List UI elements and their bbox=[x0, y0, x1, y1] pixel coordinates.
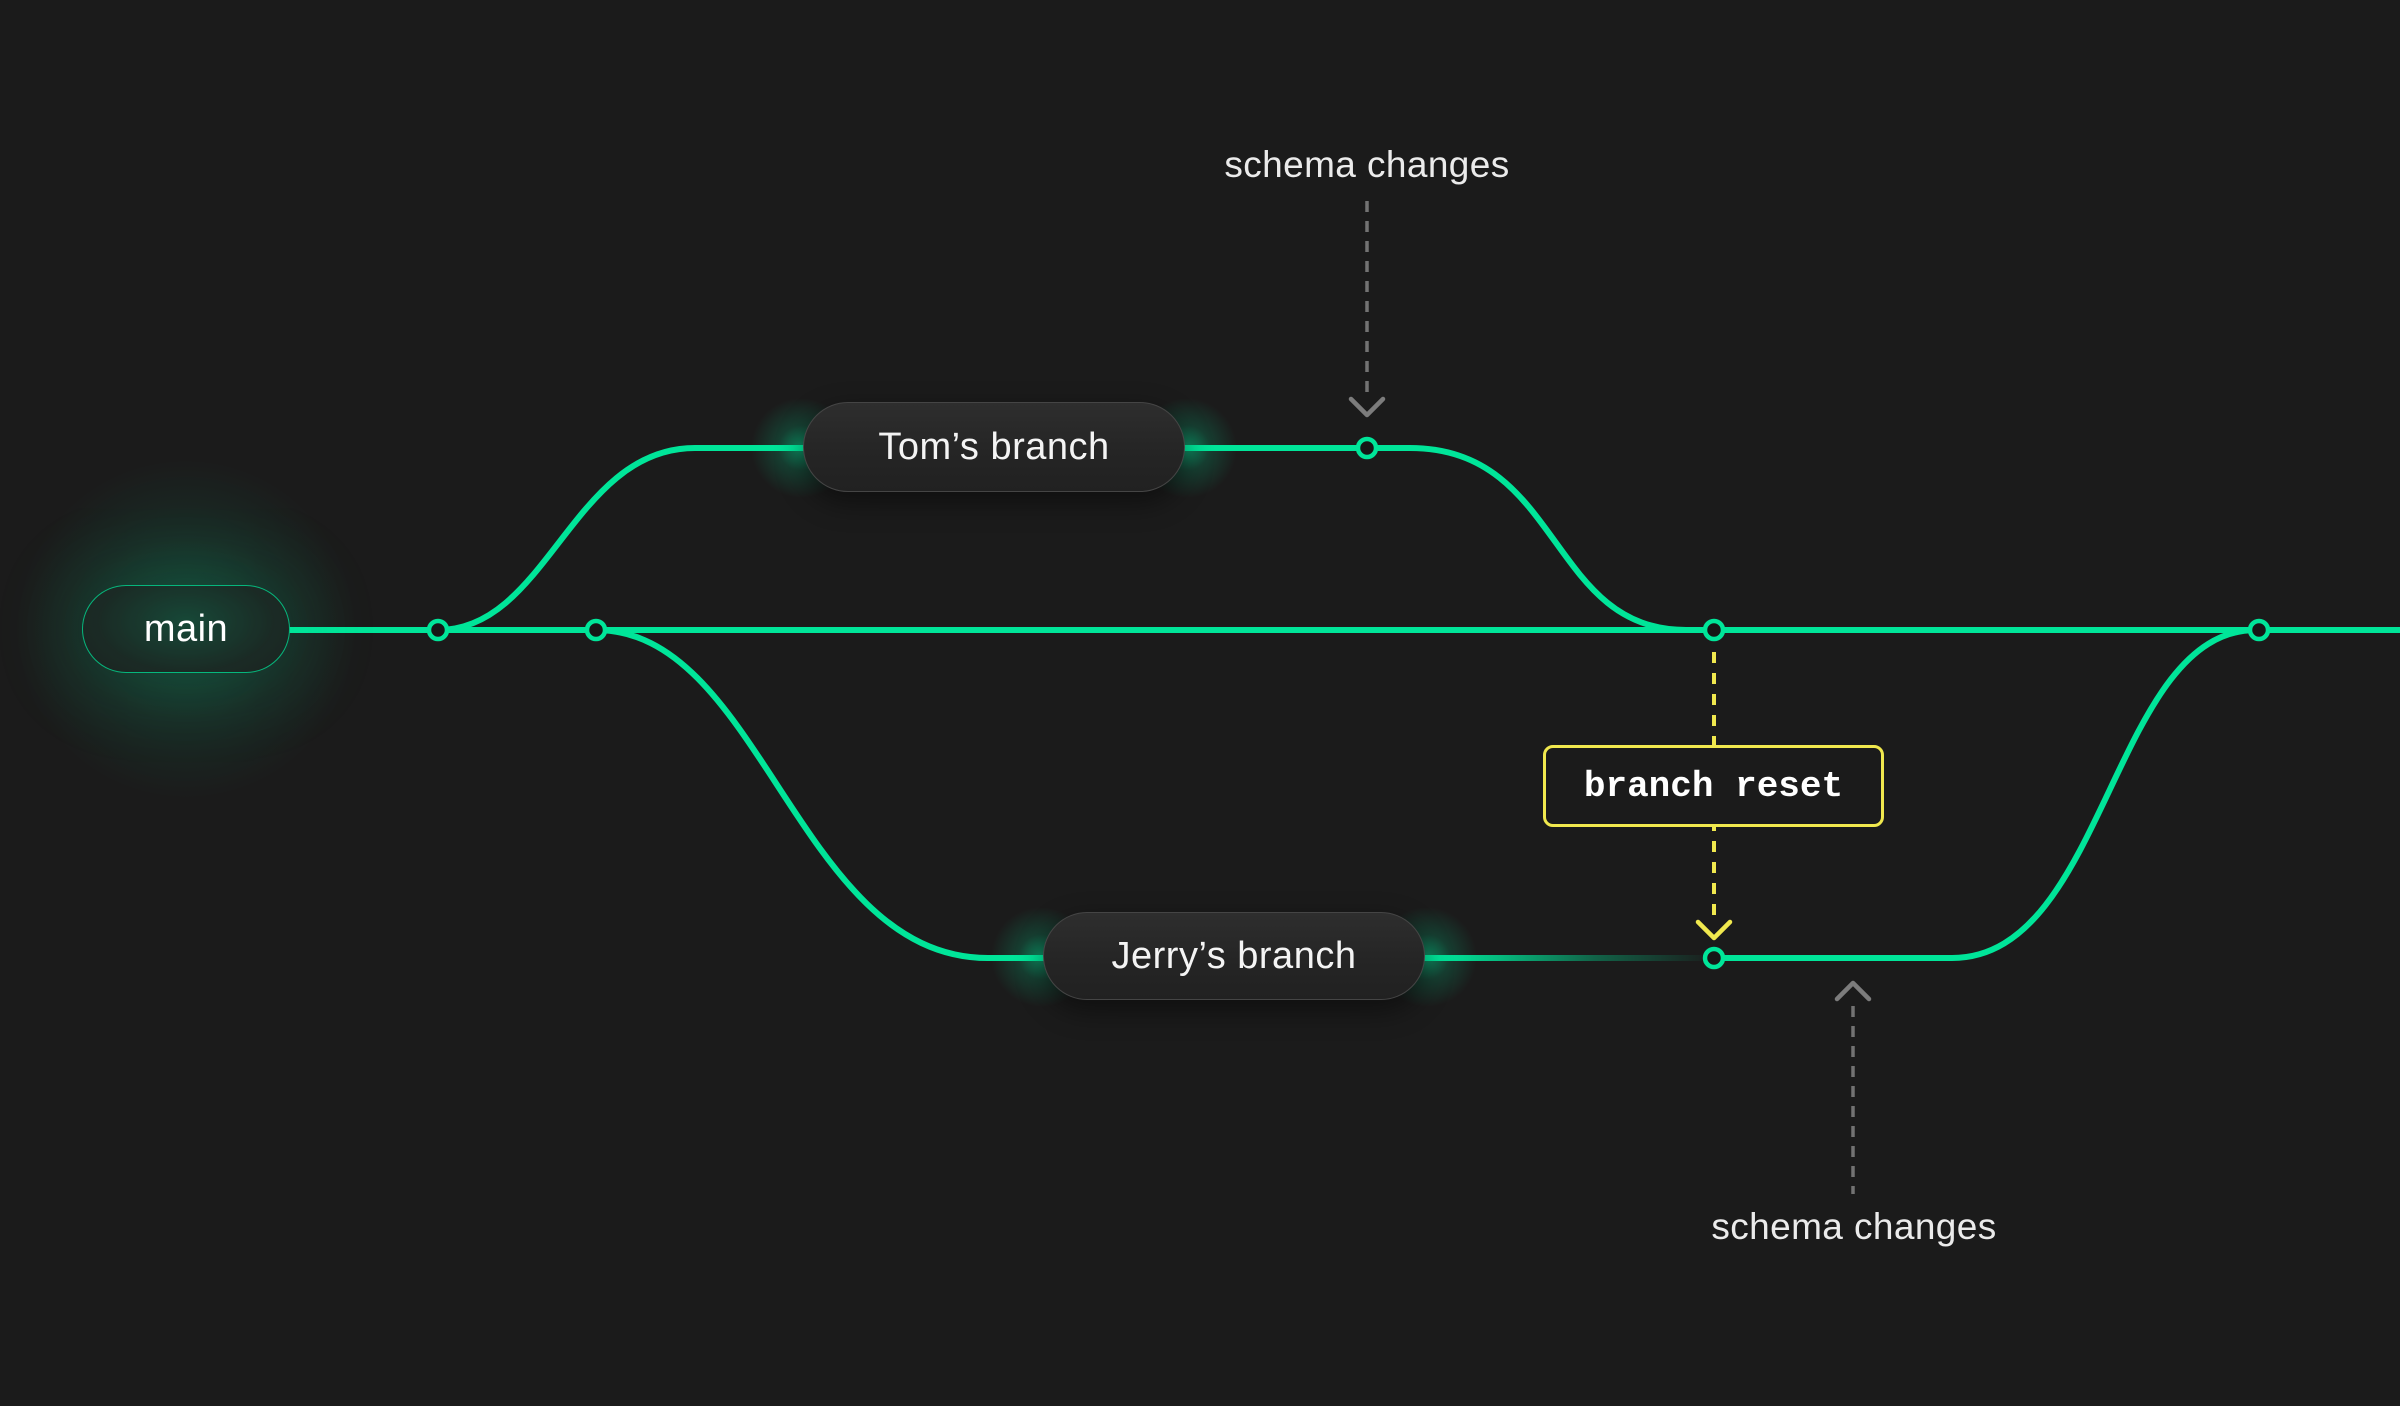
arrow-up-head-icon bbox=[1834, 980, 1872, 1002]
branch-pill-main: main bbox=[82, 585, 290, 673]
commit-node-main-1 bbox=[426, 618, 450, 642]
commit-node-main-merge bbox=[2247, 618, 2271, 642]
schema-changes-annotation-top: schema changes bbox=[1224, 144, 1510, 185]
commit-node-tom-schema-change bbox=[1355, 436, 1379, 460]
branch-pill-tom: Tom’s branch bbox=[803, 402, 1185, 492]
commit-node-main-reset-source bbox=[1702, 618, 1726, 642]
arrow-down-head-icon bbox=[1348, 396, 1386, 418]
branch-pill-main-label: main bbox=[143, 607, 229, 650]
branch-pill-jerry-label: Jerry’s branch bbox=[1111, 934, 1357, 977]
jerry-branch-line-left bbox=[593, 627, 1441, 961]
commit-node-jerry-reset-target bbox=[1702, 946, 1726, 970]
commit-node-main-2 bbox=[584, 618, 608, 642]
schema-changes-annotation-bottom: schema changes bbox=[1711, 1206, 1997, 1247]
branch-reset-callout: branch reset bbox=[1543, 745, 1884, 827]
jerry-branch-line-right bbox=[1711, 627, 2259, 961]
tom-branch-line bbox=[435, 445, 1689, 633]
reset-arrow-head-icon bbox=[1695, 919, 1733, 941]
branch-pill-tom-label: Tom’s branch bbox=[878, 425, 1110, 468]
branch-reset-label: branch reset bbox=[1583, 765, 1844, 807]
branch-pill-jerry: Jerry’s branch bbox=[1043, 912, 1425, 1000]
